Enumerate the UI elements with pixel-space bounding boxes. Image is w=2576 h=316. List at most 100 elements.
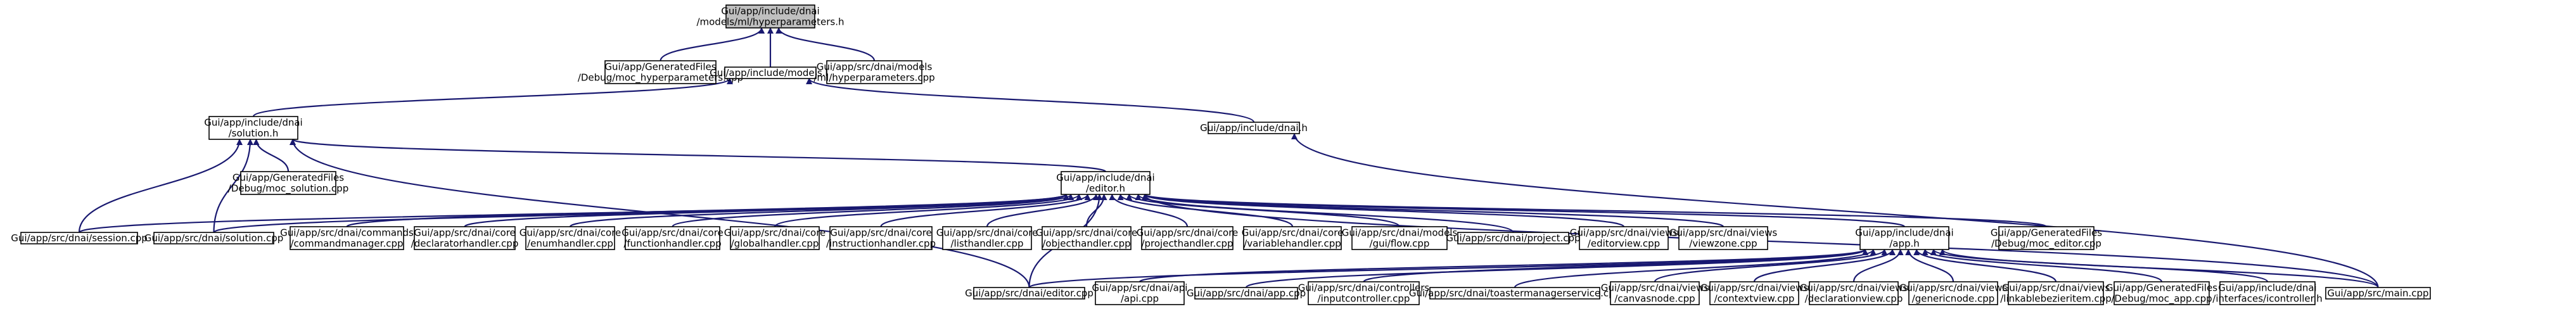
- node-box-models_h: [724, 66, 817, 79]
- node-label-editorview-1: /editorview.cpp: [1588, 238, 1660, 250]
- node-box-declaratorhandler: [414, 226, 516, 250]
- node-label-objecthandler-0: Gui/app/src/dnai/core: [1036, 227, 1138, 239]
- edge-models_h-solution_h: [252, 77, 733, 118]
- node-moc_editor[interactable]: Gui/app/GeneratedFiles/Debug/moc_editor.…: [1991, 226, 2102, 250]
- node-moc_solution[interactable]: Gui/app/GeneratedFiles/Debug/moc_solutio…: [228, 171, 348, 195]
- node-label-inputcontroller-0: Gui/app/src/dnai/controllers: [1298, 282, 1430, 294]
- node-session_cpp[interactable]: Gui/app/src/dnai/session.cpp: [11, 232, 148, 244]
- node-toastermanagerservice[interactable]: Gui/app/src/dnai/toastermanagerservice.c…: [1409, 287, 1621, 300]
- node-label-enumhandler-0: Gui/app/src/dnai/core: [520, 227, 622, 239]
- node-label-globalhandler-0: Gui/app/src/dnai/core: [724, 227, 826, 239]
- node-solution_h[interactable]: Gui/app/include/dnai/solution.h: [204, 116, 303, 140]
- edge-hyperparameters-moc_hyperparameters: [660, 27, 765, 61]
- node-editor_cpp[interactable]: Gui/app/src/dnai/editor.cpp: [965, 287, 1094, 300]
- edge-editor_h-viewzone: [1142, 193, 1725, 228]
- node-box-enumhandler: [525, 226, 615, 250]
- edge-app_h-toastermanagerservice: [1514, 249, 1877, 288]
- node-app_cpp[interactable]: Gui/app/src/dnai/app.cpp: [1187, 287, 1306, 300]
- node-label-globalhandler-1: /globalhandler.cpp: [731, 238, 819, 250]
- edge-app_h-api_cpp: [1138, 248, 1868, 283]
- node-moc_app[interactable]: Gui/app/GeneratedFiles/Debug/moc_app.cpp: [2106, 281, 2217, 305]
- node-linkablebezieritem[interactable]: Gui/app/src/dnai/views/linkablebezierite…: [2000, 281, 2112, 305]
- node-label-editor_h-0: Gui/app/include/dnai: [1056, 172, 1154, 184]
- node-label-editorview-0: Gui/app/src/dnai/views: [1570, 227, 1678, 239]
- edge-editor_h-projecthandler: [1109, 194, 1189, 227]
- node-label-dnai_h-0: Gui/app/include/dnai.h: [1200, 122, 1308, 134]
- node-functionhandler[interactable]: Gui/app/src/dnai/core/functionhandler.cp…: [622, 226, 724, 250]
- node-label-app_cpp-0: Gui/app/src/dnai/app.cpp: [1187, 288, 1306, 299]
- node-label-guiflow-0: Gui/app/src/dnai/models: [1342, 227, 1458, 239]
- node-declarationview[interactable]: Gui/app/src/dnai/views/declarationview.c…: [1800, 281, 1908, 305]
- node-src_ml_hyperparameters[interactable]: Gui/app/src/dnai/models/ml/hyperparamete…: [813, 60, 935, 84]
- node-label-api_cpp-1: /api.cpp: [1121, 293, 1159, 305]
- node-label-linkablebezieritem-1: /linkablebezieritem.cpp: [2000, 293, 2112, 305]
- node-label-session_cpp-0: Gui/app/src/dnai/session.cpp: [11, 232, 148, 244]
- node-label-editor_h-1: /editor.h: [1086, 183, 1125, 194]
- node-viewzone[interactable]: Gui/app/src/dnai/views/viewzone.cpp: [1669, 226, 1778, 250]
- node-listhandler[interactable]: Gui/app/src/dnai/core/listhandler.cpp: [936, 226, 1038, 250]
- node-app_h[interactable]: Gui/app/include/dnai/app.h: [1855, 226, 1954, 250]
- node-icontroller[interactable]: Gui/app/include/dnai/interfaces/icontrol…: [2212, 281, 2323, 305]
- node-box-commandmanager: [290, 226, 404, 250]
- node-models_h[interactable]: Gui/app/include/models.h: [710, 66, 831, 79]
- node-declaratorhandler[interactable]: Gui/app/src/dnai/core/declaratorhandler.…: [411, 226, 519, 250]
- node-label-listhandler-1: /listhandler.cpp: [950, 238, 1023, 250]
- node-label-moc_solution-1: /Debug/moc_solution.cpp: [228, 183, 348, 195]
- node-box-dnai_h: [1208, 122, 1300, 134]
- node-label-contextview-1: /contextview.cpp: [1714, 293, 1795, 305]
- node-label-moc_solution-0: Gui/app/GeneratedFiles: [233, 172, 344, 184]
- node-hyperparameters: Gui/app/include/dnai/models/ml/hyperpara…: [696, 4, 845, 28]
- node-box-moc_editor: [1998, 226, 2095, 250]
- node-label-inputcontroller-1: /inputcontroller.cpp: [1318, 293, 1410, 305]
- node-label-commandmanager-1: /commandmanager.cpp: [290, 238, 403, 250]
- node-main_cpp[interactable]: Gui/app/src/main.cpp: [2325, 287, 2431, 300]
- node-variablehandler[interactable]: Gui/app/src/dnai/core/variablehandler.cp…: [1242, 226, 1344, 250]
- node-label-hyperparameters-0: Gui/app/include/dnai: [721, 6, 819, 17]
- node-box-objecthandler: [1042, 226, 1132, 250]
- node-inputcontroller[interactable]: Gui/app/src/dnai/controllers/inputcontro…: [1298, 281, 1430, 305]
- node-solution_cpp[interactable]: Gui/app/src/dnai/solution.cpp: [144, 232, 284, 244]
- edge-solution_h-editor_h: [290, 138, 1107, 173]
- edge-models_h-dnai_h: [806, 78, 1255, 123]
- node-project_cpp[interactable]: Gui/app/src/dnai/project.cpp: [1446, 232, 1581, 244]
- node-objecthandler[interactable]: Gui/app/src/dnai/core/objecthandler.cpp: [1036, 226, 1138, 250]
- edge-app_h-contextview: [1753, 249, 1896, 282]
- node-box-editor_h: [1061, 171, 1151, 195]
- node-label-projecthandler-0: Gui/app/src/dnai/core: [1137, 227, 1239, 239]
- node-api_cpp[interactable]: Gui/app/src/dnai/api/api.cpp: [1092, 281, 1188, 305]
- node-moc_hyperparameters[interactable]: Gui/app/GeneratedFiles/Debug/moc_hyperpa…: [578, 60, 743, 84]
- node-editorview[interactable]: Gui/app/src/dnai/views/editorview.cpp: [1570, 226, 1678, 250]
- node-box-functionhandler: [625, 226, 720, 250]
- node-label-icontroller-1: /interfaces/icontroller.h: [2212, 293, 2322, 305]
- node-label-commandmanager-0: Gui/app/src/dnai/commands: [280, 227, 414, 239]
- node-globalhandler[interactable]: Gui/app/src/dnai/core/globalhandler.cpp: [724, 226, 826, 250]
- node-box-variablehandler: [1243, 226, 1342, 250]
- node-box-main_cpp: [2325, 287, 2431, 300]
- node-label-guiflow-1: /gui/flow.cpp: [1370, 238, 1430, 250]
- node-box-canvasnode: [1610, 281, 1700, 305]
- node-genericnode[interactable]: Gui/app/src/dnai/views/genericnode.cpp: [1899, 281, 2008, 305]
- edge-editor_h-globalhandler: [774, 193, 1083, 228]
- node-projecthandler[interactable]: Gui/app/src/dnai/core/projecthandler.cpp: [1137, 226, 1239, 250]
- edge-editor_h-enumhandler: [569, 193, 1069, 228]
- node-box-moc_app: [2114, 281, 2210, 305]
- node-label-solution_h-0: Gui/app/include/dnai: [204, 117, 302, 129]
- node-instructionhandler[interactable]: Gui/app/src/dnai/core/instructionhandler…: [826, 226, 936, 250]
- node-editor_h[interactable]: Gui/app/include/dnai/editor.h: [1056, 171, 1155, 195]
- node-box-moc_solution: [240, 171, 336, 195]
- node-box-projecthandler: [1141, 226, 1234, 250]
- node-label-solution_h-1: /solution.h: [229, 128, 279, 139]
- node-commandmanager[interactable]: Gui/app/src/dnai/commands/commandmanager…: [280, 226, 414, 250]
- node-guiflow[interactable]: Gui/app/src/dnai/models/gui/flow.cpp: [1342, 226, 1458, 250]
- node-dnai_h[interactable]: Gui/app/include/dnai.h: [1200, 122, 1308, 134]
- node-canvasnode[interactable]: Gui/app/src/dnai/views/canvasnode.cpp: [1601, 281, 1709, 305]
- node-label-hyperparameters-1: /models/ml/hyperparameters.h: [696, 16, 844, 28]
- node-label-functionhandler-0: Gui/app/src/dnai/core: [622, 227, 724, 239]
- node-box-project_cpp: [1457, 232, 1569, 244]
- node-enumhandler[interactable]: Gui/app/src/dnai/core/enumhandler.cpp: [520, 226, 622, 250]
- edge-app_h-declarationview: [1852, 249, 1904, 282]
- node-contextview[interactable]: Gui/app/src/dnai/views/contextview.cpp: [1700, 281, 1809, 305]
- node-box-linkablebezieritem: [2008, 281, 2104, 305]
- node-label-app_h-0: Gui/app/include/dnai: [1855, 227, 1953, 239]
